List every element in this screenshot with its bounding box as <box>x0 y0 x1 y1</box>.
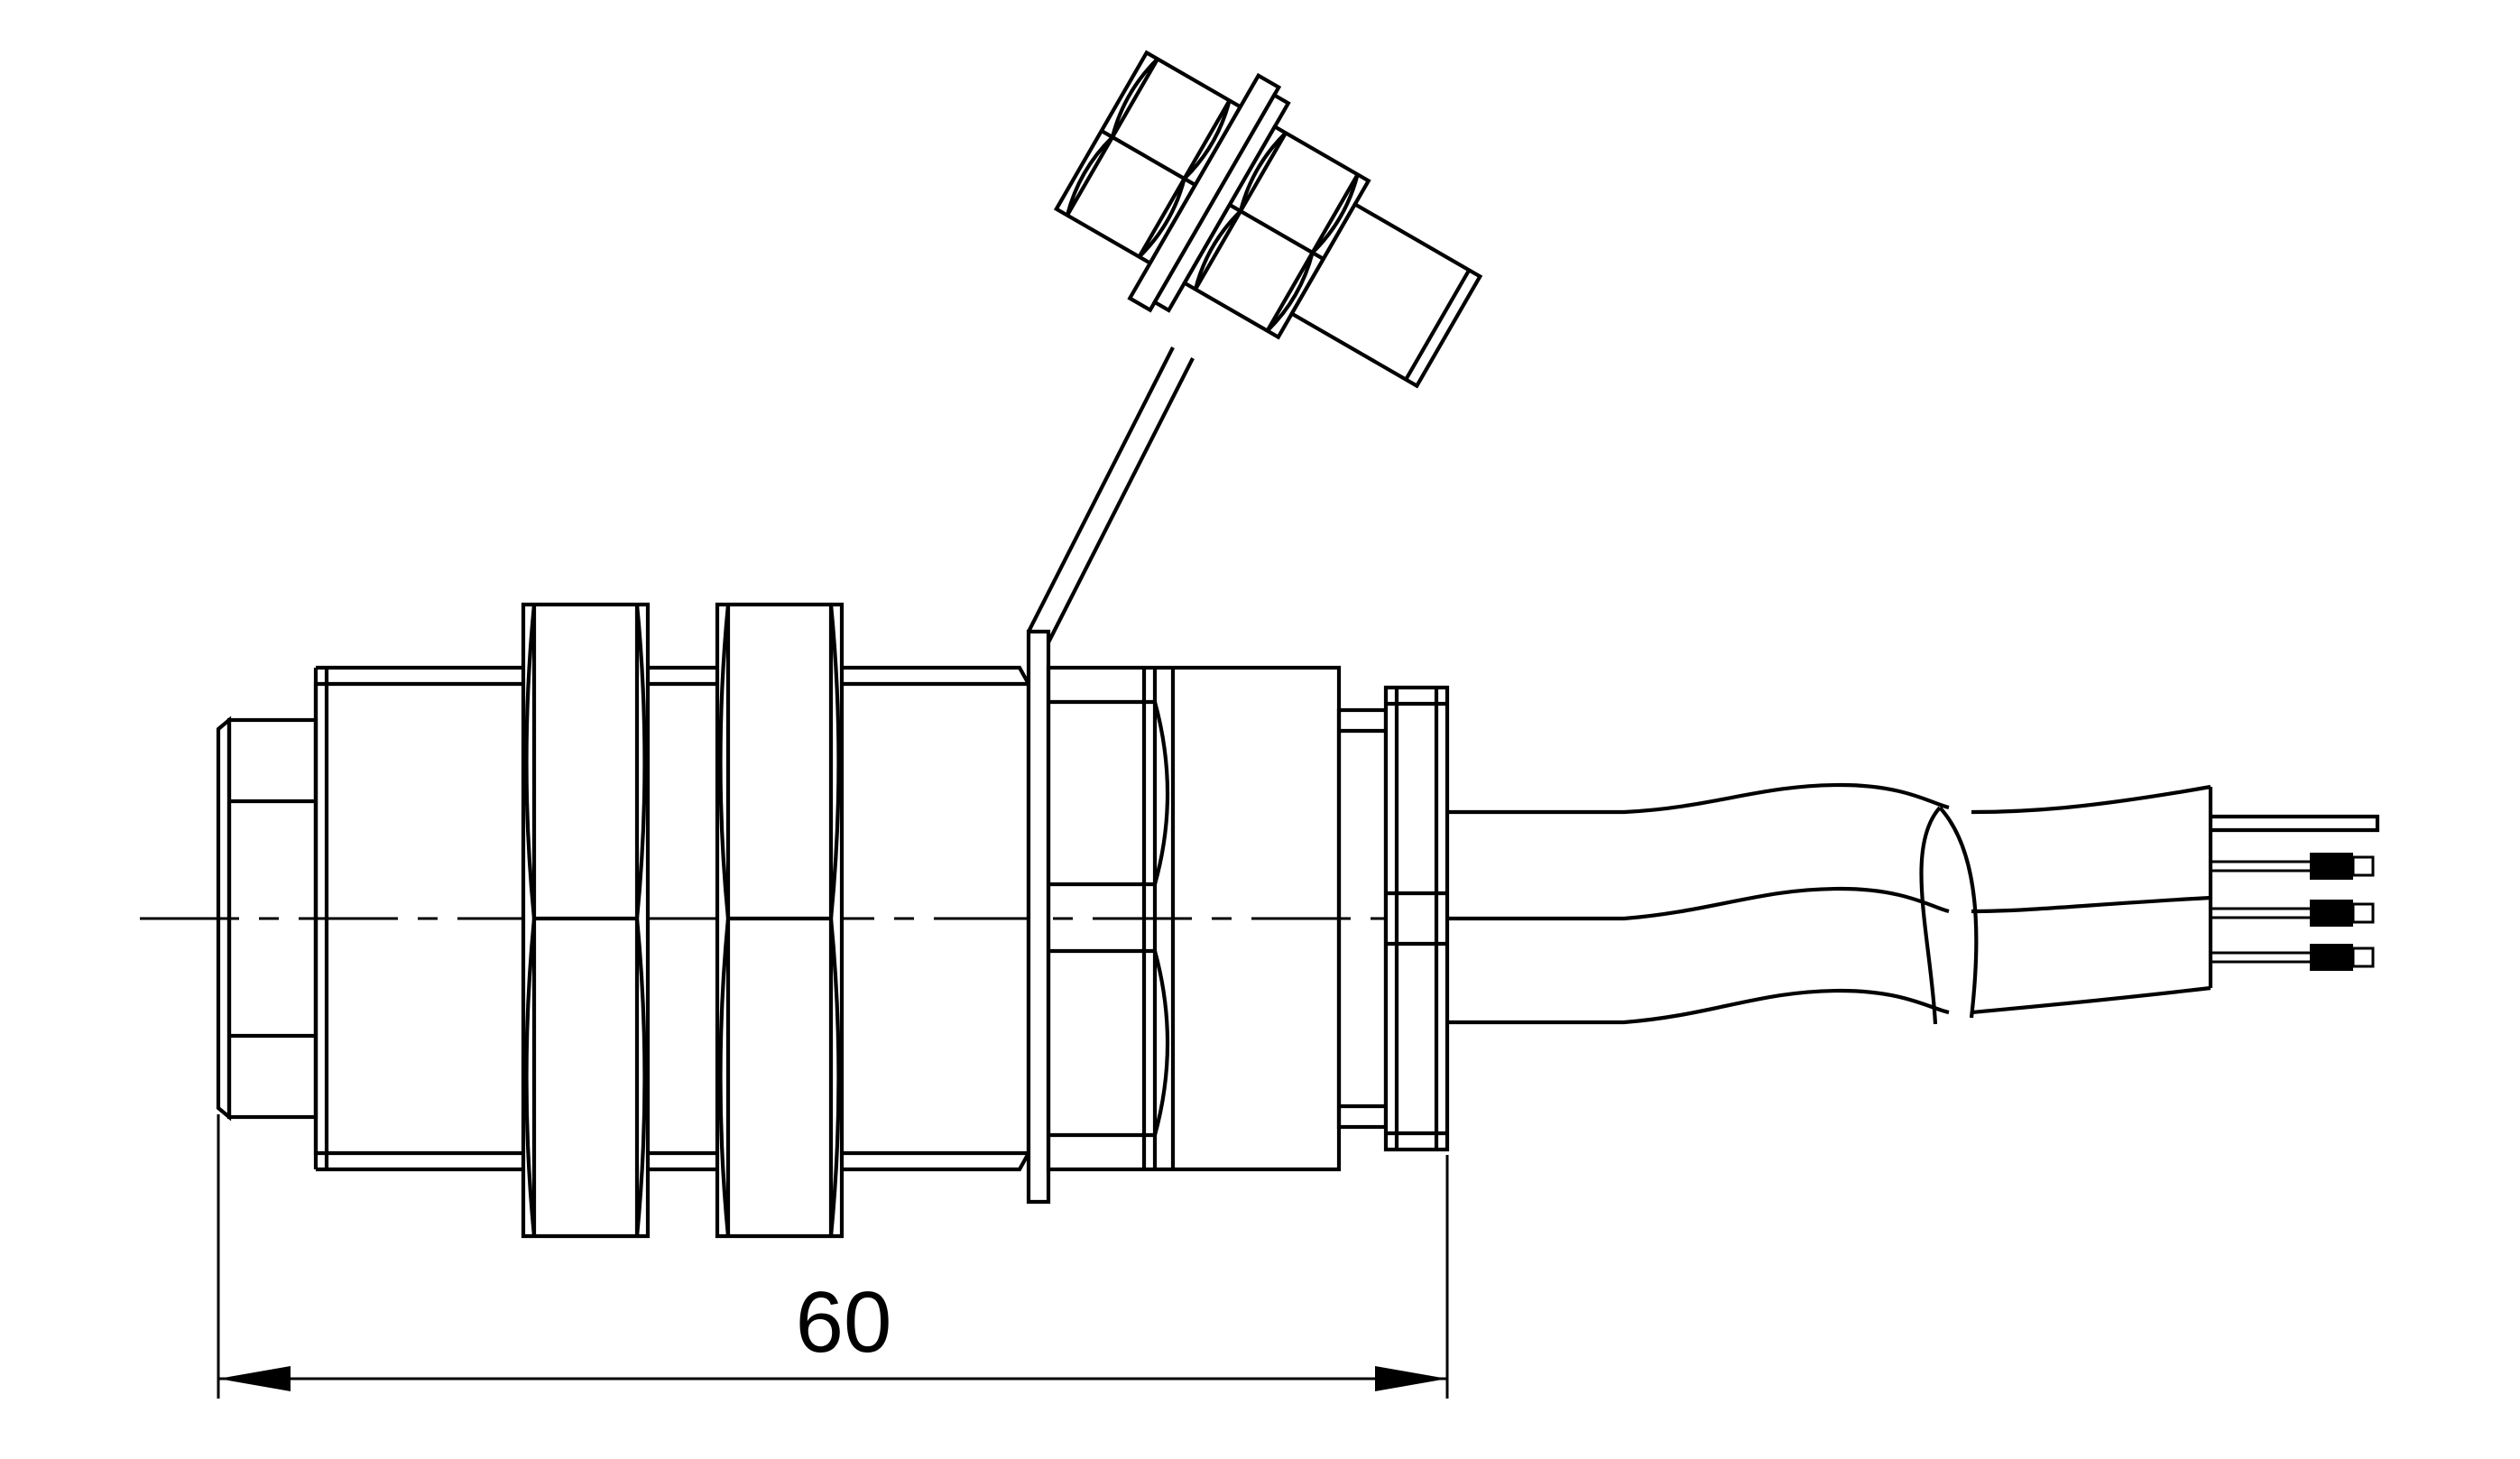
cable-gland <box>1336 685 1450 1152</box>
cable <box>1447 782 2213 1025</box>
wire-ends <box>2211 814 2380 971</box>
mounting-bracket <box>1026 346 1195 1205</box>
dimension-line: 60 <box>217 1114 1449 1399</box>
tilted-target <box>1053 50 1483 389</box>
hex-nut-1 <box>521 602 651 1239</box>
dimension-label: 60 <box>796 1274 892 1371</box>
hex-nut-2 <box>715 602 845 1239</box>
